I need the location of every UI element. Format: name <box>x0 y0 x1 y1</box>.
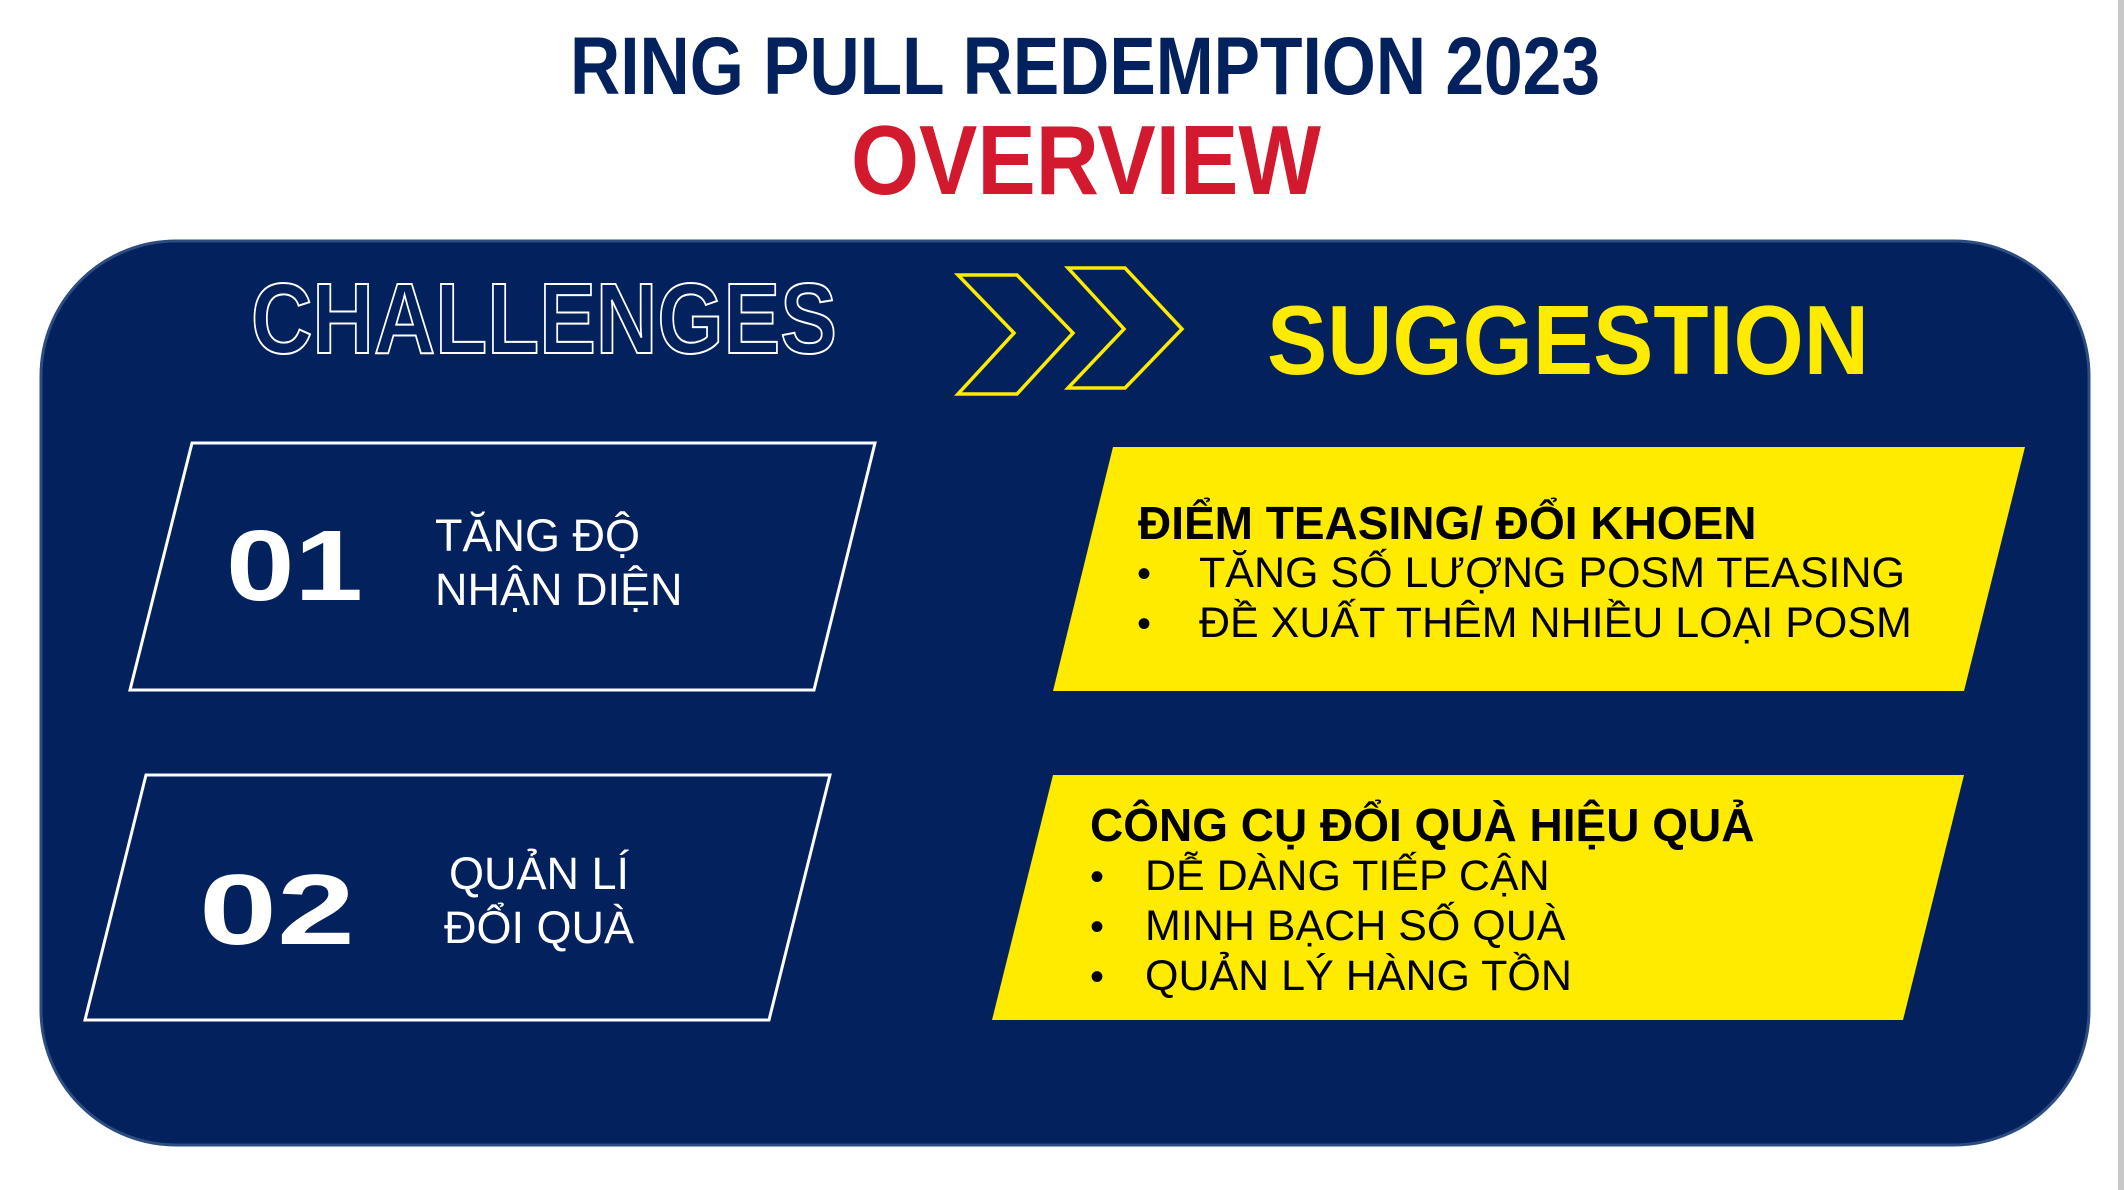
bullet-icon: • <box>1137 602 1151 646</box>
challenge-card-2: 02 QUẢN LÍ ĐỔI QUÀ <box>83 773 832 1022</box>
suggestion-heading: SUGGESTION <box>1267 285 1869 395</box>
page-edge <box>2118 0 2124 1190</box>
slide-title: RING PULL REDEMPTION 2023 <box>570 21 1600 112</box>
double-chevron-right-icon <box>953 266 1185 396</box>
bullet-icon: • <box>1137 552 1151 596</box>
bullet-icon: • <box>1090 955 1104 999</box>
suggestion-bullet: MINH BẠCH SỐ QUÀ <box>1145 901 1566 950</box>
suggestion-title: CÔNG CỤ ĐỔI QUÀ HIỆU QUẢ <box>1090 799 1754 851</box>
suggestion-title: ĐIỂM TEASING/ ĐỔI KHOEN <box>1138 497 1756 549</box>
challenges-heading: CHALLENGES <box>251 263 837 375</box>
challenge-card-1: 01 TĂNG ĐỘ NHẬN DIỆN <box>128 441 877 692</box>
suggestion-bullet: QUẢN LÝ HÀNG TỒN <box>1145 951 1572 1000</box>
suggestion-card-2: CÔNG CỤ ĐỔI QUÀ HIỆU QUẢ • DỄ DÀNG TIẾP … <box>992 775 1964 1020</box>
bullet-icon: • <box>1090 905 1104 949</box>
challenge-label-line2: NHẬN DIỆN <box>435 564 683 615</box>
suggestion-bullet: DỄ DÀNG TIẾP CẬN <box>1145 851 1550 900</box>
bullet-icon: • <box>1090 855 1104 899</box>
challenge-number: 02 <box>199 854 355 966</box>
suggestion-card-1: ĐIỂM TEASING/ ĐỔI KHOEN • TĂNG SỐ LƯỢNG … <box>1053 447 2025 691</box>
challenge-label-line1: QUẢN LÍ <box>449 848 630 899</box>
suggestion-bullet: ĐỀ XUẤT THÊM NHIỀU LOẠI POSM <box>1199 599 1912 647</box>
challenge-number: 01 <box>226 510 363 622</box>
challenge-label-line2: ĐỔI QUÀ <box>444 902 634 953</box>
challenge-label-line1: TĂNG ĐỘ <box>435 510 640 561</box>
suggestion-bullet: TĂNG SỐ LƯỢNG POSM TEASING <box>1199 548 1905 597</box>
slide-subtitle: OVERVIEW <box>851 105 1321 215</box>
